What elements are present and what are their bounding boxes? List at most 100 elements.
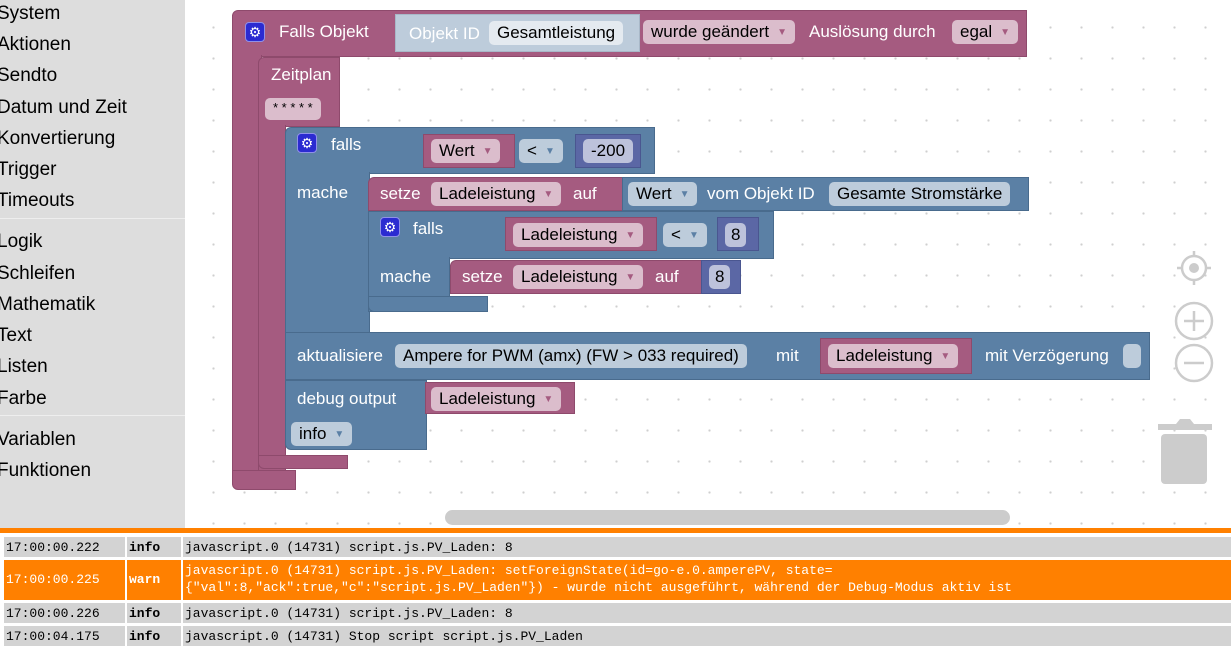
toolbox-item-text[interactable]: Text [0,325,32,346]
schedule-label: Zeitplan [271,65,332,84]
do-label: mache [380,267,432,286]
gear-icon[interactable]: ⚙ [380,217,400,237]
trigger-block-arm [232,55,262,483]
variable-dropdown[interactable]: Ladeleistung▼ [828,344,959,368]
log-level: info [127,603,181,623]
if-block-arm [285,172,370,334]
dropdown-arrow-icon: ▼ [482,146,493,157]
to-label: auf [573,184,597,203]
log-message: javascript.0 (14731) script.js.PV_Laden:… [183,603,1231,623]
toolbox-item-variablen[interactable]: Variablen [0,429,76,450]
center-icon[interactable] [1175,249,1213,287]
operator-dropdown[interactable]: <▼ [519,139,563,163]
operator-dropdown[interactable]: <▼ [663,223,707,247]
toolbox-item-system[interactable]: System [0,3,61,24]
blockly-workspace[interactable]: ⚙ Falls Objekt Objekt ID Gesamtleistung … [185,0,1231,528]
attribute-dropdown[interactable]: Wert ▼ [628,182,698,206]
object-id-label: Objekt ID [409,24,480,43]
log-row: 17:00:04.175 info javascript.0 (14731) S… [4,626,1231,646]
zoom-in-icon[interactable] [1174,301,1214,341]
gear-icon[interactable]: ⚙ [297,133,317,153]
schedule-block-arm [258,125,286,470]
if-label: falls [331,135,362,154]
trigger-by-dropdown[interactable]: egal▼ [952,20,1019,44]
variable-dropdown[interactable]: Ladeleistung ▼ [513,265,644,289]
toolbox-item-aktionen[interactable]: Aktionen [0,34,71,55]
attribute-value: Wert [636,184,672,203]
variable-name: Ladeleistung [521,225,618,244]
object-id-field[interactable]: Gesamte Stromstärke [829,182,1011,206]
dropdown-arrow-icon: ▼ [940,351,951,362]
operator-value: < [527,141,537,160]
condition-dropdown[interactable]: wurde geändert ▼ [643,20,796,44]
object-id-field[interactable]: Gesamtleistung [489,21,624,45]
dropdown-arrow-icon: ▼ [777,27,788,38]
toolbox-item-konvertierung[interactable]: Konvertierung [0,128,116,149]
from-object-label: vom Objekt ID [707,184,815,203]
dropdown-arrow-icon: ▼ [679,189,690,200]
toolbox-separator [0,415,185,416]
toolbox-item-logik[interactable]: Logik [0,231,43,252]
dropdown-arrow-icon: ▼ [625,272,636,283]
toolbox-item-funktionen[interactable]: Funktionen [0,460,92,481]
variable-dropdown[interactable]: Ladeleistung ▼ [431,387,562,411]
log-time: 17:00:04.175 [4,626,125,646]
variable-name: Ladeleistung [521,267,618,286]
dropdown-arrow-icon: ▼ [1000,27,1011,38]
dropdown-arrow-icon: ▼ [543,394,554,405]
toolbox-item-sendto[interactable]: Sendto [0,65,58,86]
dropdown-arrow-icon: ▼ [334,429,345,440]
cron-field[interactable]: * * * * * [265,98,321,120]
toolbox-item-listen[interactable]: Listen [0,356,48,377]
log-time: 17:00:00.225 [4,560,125,600]
schedule-block-foot [258,455,348,469]
trash-icon[interactable] [1156,415,1212,487]
operator-value: < [671,225,681,244]
variable-name: Ladeleistung [439,184,536,203]
log-level-dropdown[interactable]: info ▼ [291,422,353,446]
trigger-label: Falls Objekt [279,22,369,41]
toolbox: System Aktionen Sendto Datum und Zeit Ko… [0,0,185,528]
log-message: javascript.0 (14731) script.js.PV_Laden:… [183,537,1231,557]
toolbox-separator [0,218,185,219]
dropdown-arrow-icon: ▼ [543,189,554,200]
dropdown-arrow-icon: ▼ [625,230,636,241]
log-time: 17:00:00.222 [4,537,125,557]
horizontal-scrollbar[interactable] [445,510,1010,525]
number-field[interactable]: 8 [725,223,747,247]
trigger-block-foot [232,470,296,490]
set-label: setze [462,267,503,286]
variable-dropdown[interactable]: Wert▼ [431,139,501,163]
trigger-by-label: Auslösung durch [809,22,936,41]
log-level: warn [127,560,181,600]
number-field[interactable]: 8 [709,265,731,289]
dropdown-arrow-icon: ▼ [544,146,555,157]
with-label: mit [776,346,799,365]
log-message: javascript.0 (14731) Stop script script.… [183,626,1231,646]
toolbox-item-datum-und-zeit[interactable]: Datum und Zeit [0,97,127,118]
number-field[interactable]: -200 [583,139,634,163]
toolbox-item-trigger[interactable]: Trigger [0,159,57,180]
variable-dropdown[interactable]: Ladeleistung ▼ [513,223,644,247]
log-level-value: info [299,424,327,443]
to-label: auf [655,267,679,286]
toolbox-item-timeouts[interactable]: Timeouts [0,190,75,211]
gear-icon[interactable]: ⚙ [245,22,265,42]
log-row-warn: 17:00:00.225 warn javascript.0 (14731) s… [4,560,1231,600]
zoom-out-icon[interactable] [1174,343,1214,383]
toolbox-item-farbe[interactable]: Farbe [0,388,47,409]
variable-name: Ladeleistung [439,389,536,408]
if-block-foot [368,296,488,312]
condition-value: wurde geändert [651,22,770,41]
delay-checkbox[interactable] [1123,344,1141,368]
log-message: javascript.0 (14731) script.js.PV_Laden:… [183,560,1231,600]
state-id-field[interactable]: Ampere for PWM (amx) (FW > 033 required) [395,344,747,368]
set-label: setze [380,184,421,203]
toolbox-item-mathematik[interactable]: Mathematik [0,294,96,315]
do-label: mache [297,183,349,202]
if-label: falls [413,219,444,238]
variable-dropdown[interactable]: Ladeleistung ▼ [431,182,562,206]
log-level: info [127,626,181,646]
delay-label: mit Verzögerung [985,346,1109,365]
toolbox-item-schleifen[interactable]: Schleifen [0,263,76,284]
